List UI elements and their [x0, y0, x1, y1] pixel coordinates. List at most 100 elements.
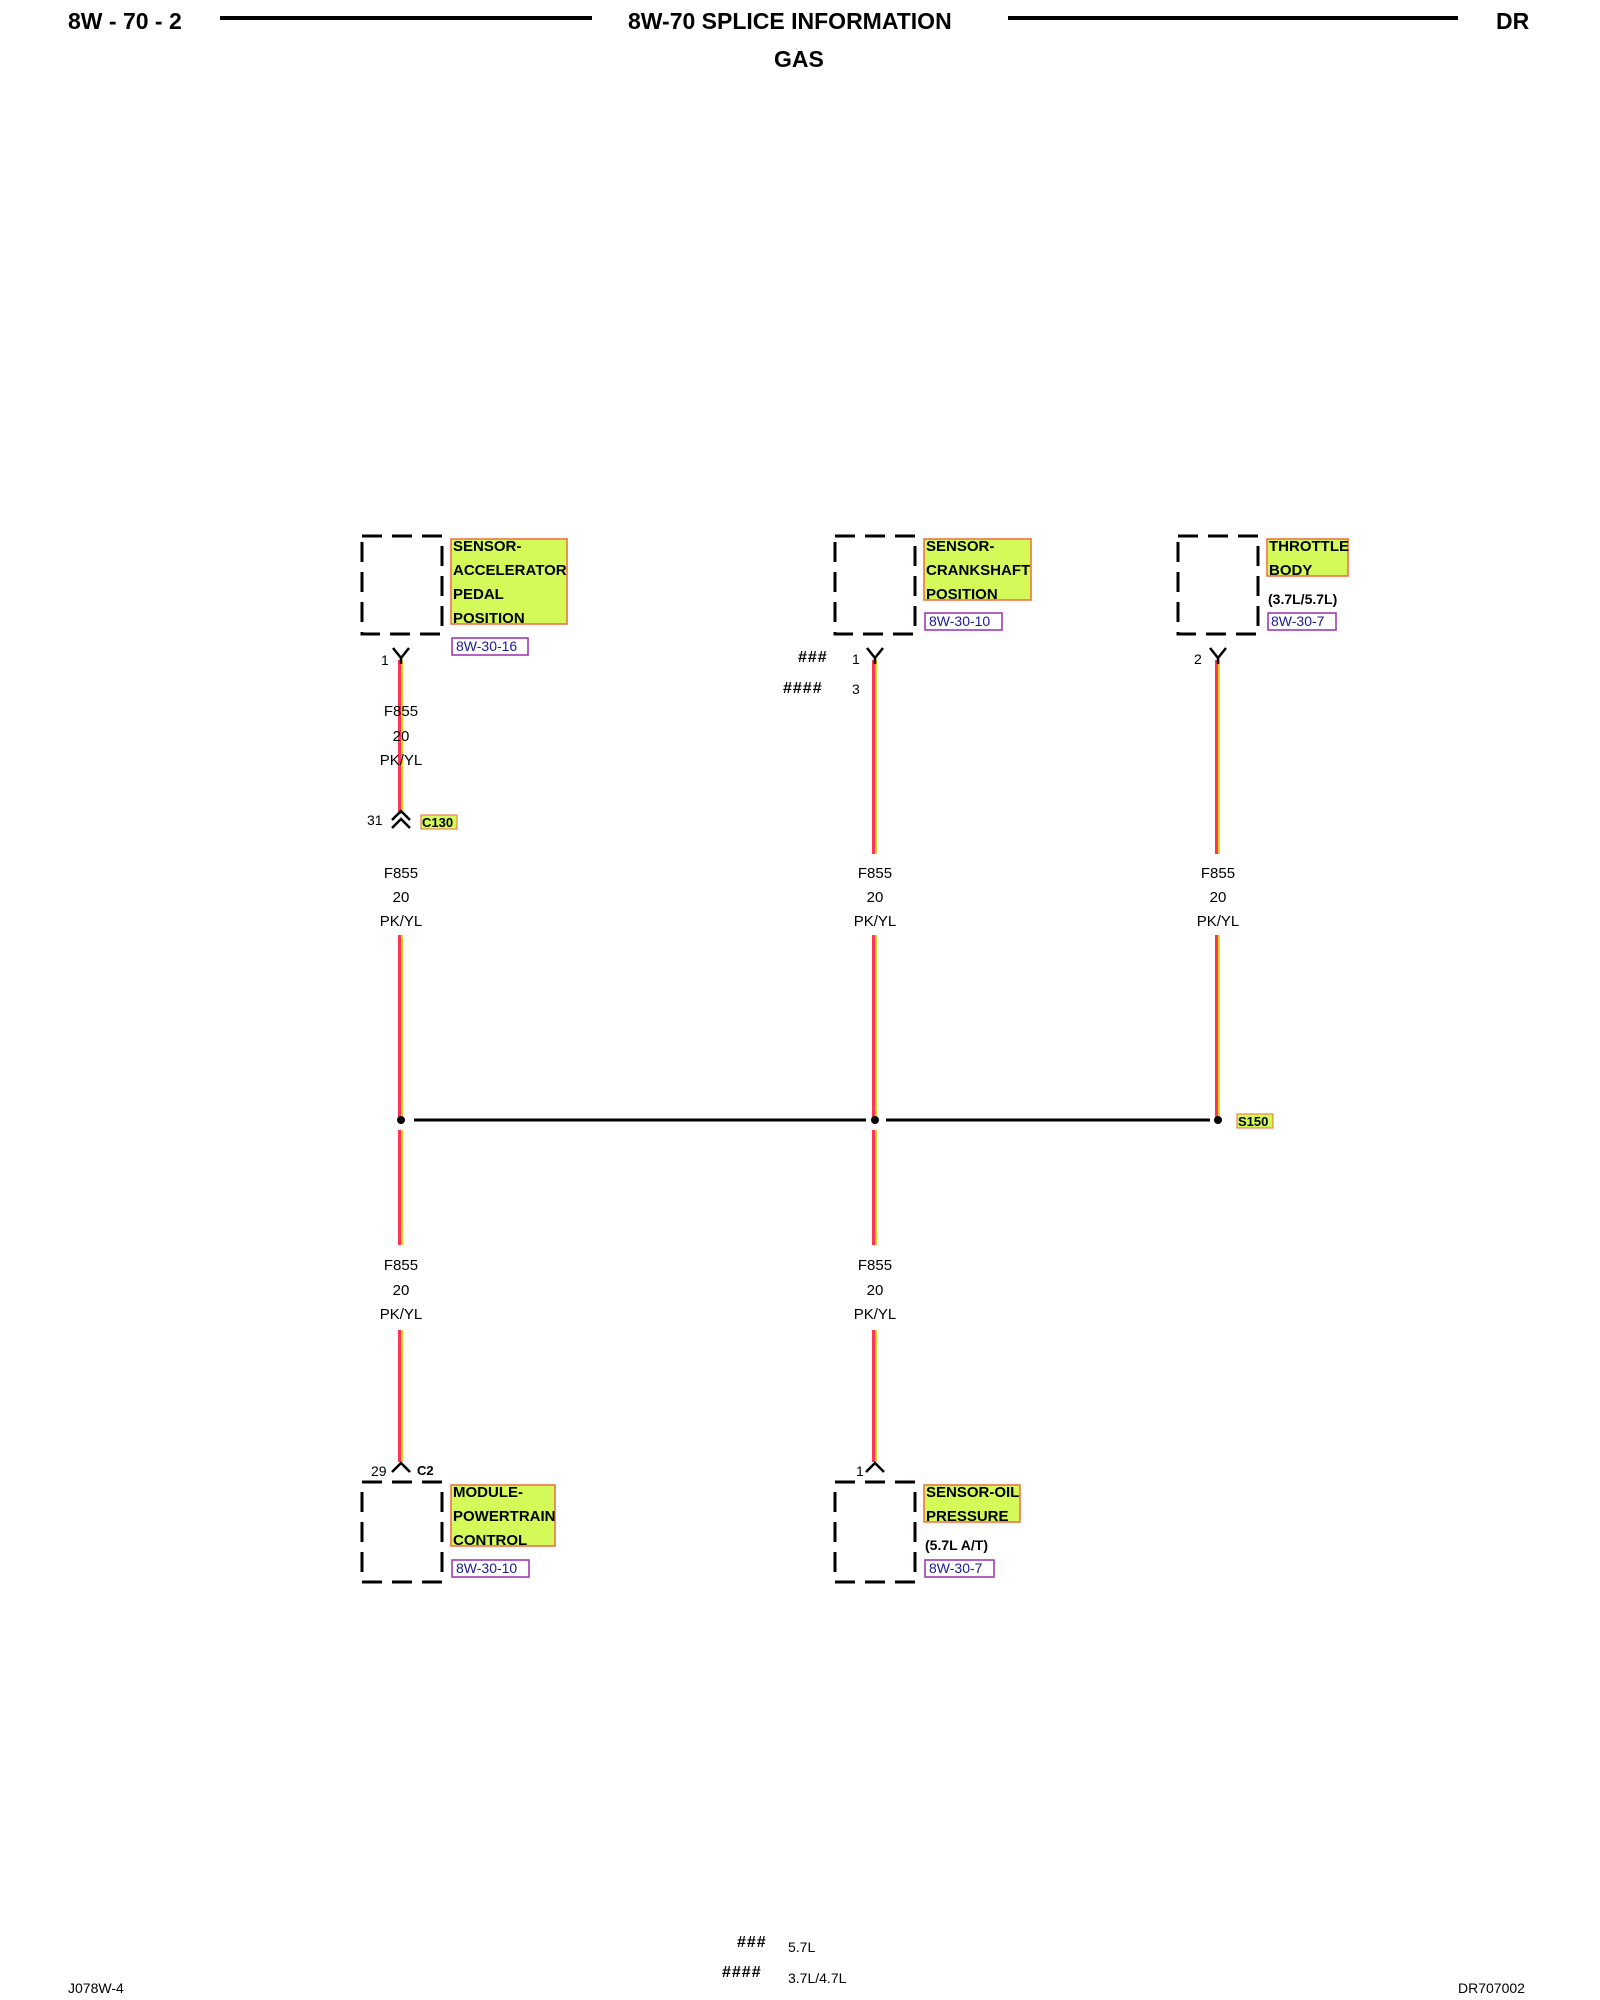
throttle-ref-link-box[interactable]	[1267, 612, 1337, 631]
throttle-body-box	[1176, 534, 1260, 636]
oil-label-line-2: PRESSURE	[926, 1508, 1009, 1525]
wire-accel-mid	[398, 935, 403, 1118]
crank-label-line-1: SENSOR-	[926, 538, 994, 555]
legend-meaning-2: 3.7L/4.7L	[788, 1970, 847, 1986]
pcm-label-bg	[450, 1484, 556, 1547]
svg-text:20: 20	[867, 1282, 884, 1299]
page-title: 8W-70 SPLICE INFORMATION	[628, 8, 952, 34]
svg-text:F855: F855	[1201, 865, 1235, 882]
svg-text:20: 20	[393, 889, 410, 906]
pcm-ref-link-box[interactable]	[451, 1559, 530, 1578]
wire-accel-upper	[398, 660, 403, 814]
oil-label-line-1: SENSOR-OIL	[926, 1484, 1019, 1501]
svg-text:20: 20	[393, 1282, 410, 1299]
wire-label-accel-1: F855 20 PK/YL	[380, 703, 423, 769]
wire-crank-upper	[872, 660, 877, 854]
svg-text:F855: F855	[858, 865, 892, 882]
pcm-connector-tag[interactable]: C2	[417, 1463, 434, 1478]
wire-label-crank: F855 20 PK/YL	[854, 865, 897, 930]
throttle-note: (3.7L/5.7L)	[1268, 591, 1337, 607]
crank-pin-a-symbol: ###	[798, 649, 828, 666]
oil-pin-terminal-icon	[865, 1461, 885, 1473]
svg-text:20: 20	[1210, 889, 1227, 906]
footer-left-code: J078W-4	[68, 1980, 124, 1996]
c130-pin-number: 31	[367, 812, 383, 828]
throttle-label-line-1: THROTTLE	[1269, 538, 1349, 555]
pcm-label-line-1: MODULE-	[453, 1484, 523, 1501]
accel-label-line-2: ACCELERATOR	[453, 562, 567, 579]
crank-ref-link[interactable]: 8W-30-10	[929, 613, 990, 629]
pcm-pin-terminal-icon	[391, 1461, 411, 1473]
crank-ref-link-box[interactable]	[924, 612, 1003, 631]
accel-ref-link[interactable]: 8W-30-16	[456, 638, 517, 654]
page-subtitle: GAS	[774, 46, 824, 72]
c130-connector-icon	[391, 809, 411, 829]
svg-text:20: 20	[867, 889, 884, 906]
crank-label-bg	[923, 538, 1032, 601]
pcm-label-line-2: POWERTRAIN	[453, 1508, 556, 1525]
crankshaft-sensor-box	[833, 534, 917, 636]
crank-pin-terminal-icon	[866, 647, 884, 664]
accel-label-line-3: PEDAL	[453, 586, 504, 603]
s150-tag[interactable]: S150	[1238, 1114, 1268, 1129]
wire-label-oil: F855 20 PK/YL	[854, 1257, 897, 1323]
crank-pin-a-number: 1	[852, 651, 860, 667]
legend-meaning-1: 5.7L	[788, 1939, 815, 1955]
wire-label-pcm: F855 20 PK/YL	[380, 1257, 423, 1323]
svg-text:PK/YL: PK/YL	[1197, 913, 1240, 930]
pcm-pin-number: 29	[371, 1463, 387, 1479]
legend-symbol-1: ###	[737, 1934, 767, 1951]
wire-pcm	[398, 1330, 403, 1462]
page-number: 8W - 70 - 2	[68, 8, 182, 34]
oil-note: (5.7L A/T)	[925, 1537, 988, 1553]
svg-text:PK/YL: PK/YL	[380, 752, 423, 769]
accel-label-bg	[450, 538, 568, 625]
oil-ref-link-box[interactable]	[924, 1559, 995, 1578]
splice-node-right	[1214, 1116, 1222, 1124]
header-rule-right	[1008, 16, 1458, 20]
c130-tag[interactable]: C130	[422, 815, 453, 830]
svg-text:F855: F855	[858, 1257, 892, 1274]
pcm-label-line-3: CONTROL	[453, 1532, 527, 1549]
pcm-box	[360, 1480, 444, 1584]
splice-node-left	[397, 1116, 405, 1124]
oil-pressure-sensor-box	[833, 1480, 917, 1584]
legend-symbol-2: ####	[722, 1964, 762, 1981]
accel-pin-terminal-icon	[392, 647, 410, 664]
svg-text:PK/YL: PK/YL	[380, 1306, 423, 1323]
crank-pin-b-number: 3	[852, 681, 860, 697]
svg-text:F855: F855	[384, 1257, 418, 1274]
accel-pin-number: 1	[381, 652, 389, 668]
svg-text:PK/YL: PK/YL	[380, 913, 423, 930]
wire-label-throttle: F855 20 PK/YL	[1197, 865, 1240, 930]
svg-text:20: 20	[393, 728, 410, 745]
throttle-label-line-2: BODY	[1269, 562, 1312, 579]
footer-right-code: DR707002	[1458, 1980, 1525, 1996]
wire-throttle-lower	[1215, 935, 1220, 1118]
accel-label-line-1: SENSOR-	[453, 538, 521, 555]
crank-pin-b-symbol: ####	[783, 680, 823, 697]
wire-throttle-upper	[1215, 660, 1220, 854]
model-code: DR	[1496, 8, 1530, 34]
svg-text:PK/YL: PK/YL	[854, 913, 897, 930]
throttle-pin-terminal-icon	[1209, 647, 1227, 664]
throttle-ref-link[interactable]: 8W-30-7	[1271, 613, 1325, 629]
throttle-label-bg	[1266, 538, 1349, 577]
accel-ref-link-box[interactable]	[451, 637, 529, 656]
svg-text:PK/YL: PK/YL	[854, 1306, 897, 1323]
crank-label-line-3: POSITION	[926, 586, 998, 603]
pcm-ref-link[interactable]: 8W-30-10	[456, 1560, 517, 1576]
accel-label-line-4: POSITION	[453, 610, 525, 627]
svg-text:F855: F855	[384, 865, 418, 882]
splice-node-center	[871, 1116, 879, 1124]
wire-oil	[872, 1130, 877, 1462]
wire-crank-lower	[872, 935, 877, 1118]
oil-pin-number: 1	[856, 1463, 864, 1479]
oil-ref-link[interactable]: 8W-30-7	[929, 1560, 983, 1576]
crank-label-line-2: CRANKSHAFT	[926, 562, 1030, 579]
accel-pedal-sensor-box	[360, 534, 444, 636]
throttle-pin-number: 2	[1194, 651, 1202, 667]
svg-text:F855: F855	[384, 703, 418, 720]
wire-label-accel-2: F855 20 PK/YL	[380, 865, 423, 930]
